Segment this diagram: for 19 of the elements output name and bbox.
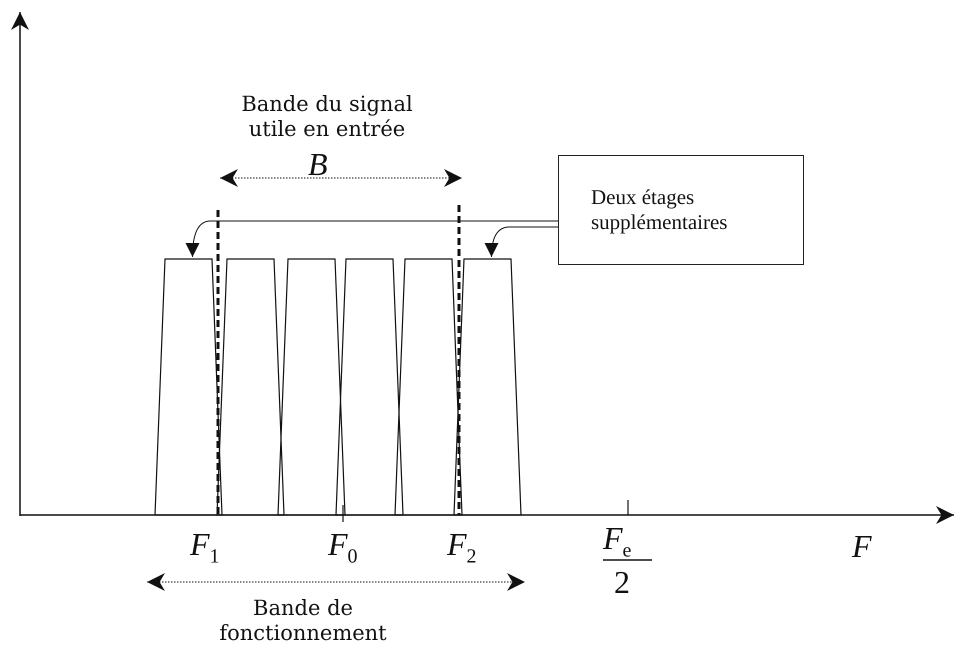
filter-band-shape [454,259,521,515]
filter-band-shape [336,259,403,515]
callout-box [558,155,804,265]
band-label: Bande du signal utile en entrée [240,92,414,142]
leader-line [484,226,558,258]
leader-line [186,220,558,258]
filter-band-shape [395,259,462,515]
filter-band-shape [278,259,345,515]
frequency-label: F$_{1}$ [190,528,220,566]
frequency-label: F$_{e}$ [603,522,632,560]
axis-label: F [852,530,872,562]
frequency-label: F$_{0}$ [328,528,358,566]
callout-text: Deux étages supplémentaires [591,185,728,235]
band-label: Bande de fonctionnement [218,596,388,646]
filter-band-shape [155,259,222,515]
frequency-label: F$_{2}$ [447,528,477,566]
filter-band-shape [217,259,284,515]
math-label: 2 [614,566,630,598]
math-label: B [308,148,328,180]
